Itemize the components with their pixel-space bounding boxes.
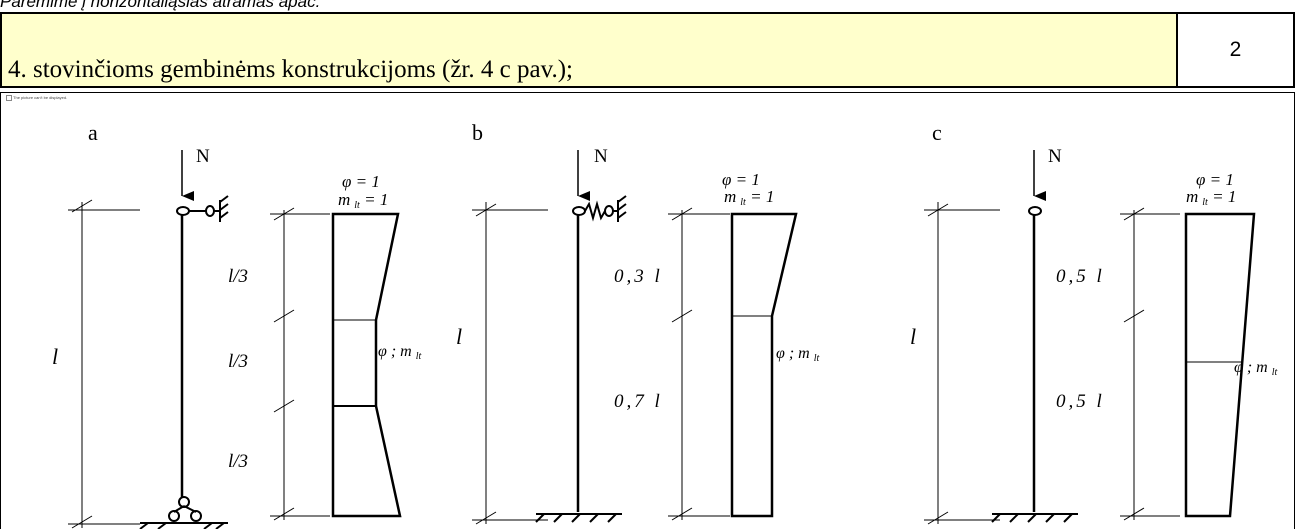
segment-label-1: 0,3 l — [614, 266, 663, 287]
segment-label-3: l/3 — [228, 451, 248, 472]
coefficient-diagram — [331, 212, 402, 518]
panel-b: b l N — [456, 120, 820, 525]
length-label: l — [52, 344, 58, 369]
row-number-cell: 2 — [1178, 12, 1295, 88]
panel-c: c l N 0,5 l 0,5 l — [910, 120, 1278, 525]
panel-letter: b — [472, 120, 483, 145]
length-label: l — [456, 324, 462, 349]
broken-image-icon — [6, 95, 12, 101]
top-support — [176, 195, 229, 222]
segment-label-2: 0,7 l — [614, 391, 663, 412]
force-label: N — [196, 146, 210, 167]
length-dimension — [68, 199, 140, 529]
segment-dimension — [668, 207, 730, 521]
panel-letter: a — [88, 120, 98, 145]
top-phi-label: φ = 1 — [722, 170, 760, 189]
segment-dimension — [270, 207, 330, 521]
length-label: l — [910, 324, 916, 349]
length-dimension — [924, 202, 1000, 525]
segment-label-2: l/3 — [228, 351, 248, 372]
length-dimension — [472, 202, 548, 525]
top-support — [572, 195, 627, 222]
broken-image-text: The picture can't be displayed. — [13, 95, 68, 101]
row-description-cell: 4. stovinčioms gembinėms konstrukcijoms … — [0, 12, 1178, 88]
segment-label-1: l/3 — [228, 266, 248, 287]
top-phi-label: φ = 1 — [1196, 170, 1234, 189]
row-description: 4. stovinčioms gembinėms konstrukcijoms … — [8, 56, 573, 83]
coefficient-diagram — [1184, 212, 1256, 518]
column-diagrams: a l N — [52, 120, 1278, 529]
fixed-base — [535, 513, 622, 523]
table-row: 4. stovinčioms gembinėms konstrukcijoms … — [0, 12, 1295, 90]
free-end — [1028, 206, 1042, 216]
broken-image-notice: The picture can't be displayed. — [6, 95, 67, 101]
fixed-base — [991, 513, 1078, 523]
segment-label-1: 0,5 l — [1056, 266, 1105, 287]
panel-a: a l N — [52, 120, 422, 529]
segment-dimension — [1120, 207, 1180, 521]
segment-label-2: 0,5 l — [1056, 391, 1105, 412]
panel-letter: c — [932, 120, 942, 145]
top-phi-label: φ = 1 — [342, 172, 380, 191]
force-label: N — [1048, 146, 1062, 167]
bottom-support — [139, 496, 228, 529]
coefficient-diagram — [730, 212, 798, 518]
cut-off-text: Parėmime į horizontaliąsias atramas apač… — [0, 0, 321, 11]
force-label: N — [594, 146, 608, 167]
